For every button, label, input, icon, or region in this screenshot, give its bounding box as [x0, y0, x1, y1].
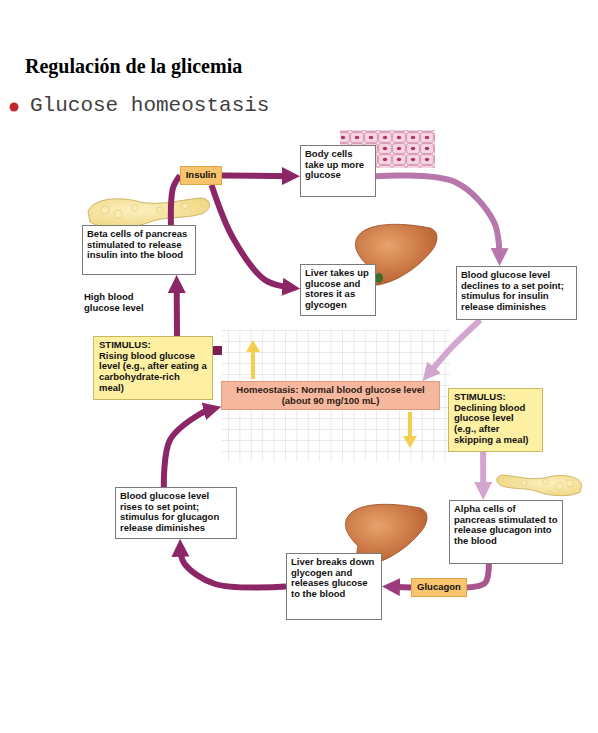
indicator-shaft	[251, 350, 255, 379]
pancreas-lobule	[101, 206, 109, 214]
process-box: Alpha cells of pancreas stimulated to re…	[449, 500, 563, 564]
process-box: Body cells take up more glucose	[300, 145, 376, 197]
box-heading: STIMULUS:	[454, 392, 537, 403]
box-text: Homeostasis: Normal blood glucose level …	[226, 385, 435, 406]
pancreas-alpha	[497, 475, 582, 496]
process-box: Beta cells of pancreas stimulated to rel…	[82, 225, 196, 275]
process-box: Liver breaks down glycogen and releases …	[286, 553, 382, 620]
process-box: Blood glucose level declines to a set po…	[456, 266, 577, 320]
box-text: Liver breaks down glycogen and releases …	[291, 557, 377, 600]
box-text: Blood glucose level rises to set point; …	[120, 491, 232, 534]
stimulus-box: STIMULUS:Declining blood glucose level (…	[448, 388, 543, 452]
box-text: Rising blood glucose level (e.g., after …	[99, 351, 207, 394]
indicator-shaft	[408, 412, 412, 438]
stimulus-box: STIMULUS:Rising blood glucose level (e.g…	[93, 336, 213, 400]
box-text: Beta cells of pancreas stimulated to rel…	[87, 229, 191, 261]
pancreas-lobule	[556, 483, 563, 490]
flow-arrow	[428, 320, 480, 375]
pancreas-shape	[497, 475, 582, 496]
pancreas-lobule	[157, 207, 163, 213]
box-text: Insulin	[186, 170, 217, 181]
flow-arrow	[390, 584, 411, 591]
stimulus-tab	[213, 346, 222, 355]
flow-arrow	[376, 175, 500, 258]
pancreas-lobule	[132, 205, 139, 212]
box-text: Blood glucose level declines to a set po…	[461, 270, 572, 313]
hormone-box: Insulin	[180, 166, 222, 185]
pancreas-lobule	[543, 479, 549, 485]
flow-arrow	[480, 452, 486, 492]
flow-arrow	[174, 283, 180, 336]
flow-arrow	[212, 185, 293, 288]
page-title: Regulación de la glicemia	[25, 55, 242, 78]
flow-arrow	[171, 176, 180, 226]
box-text: Body cells take up more glucose	[305, 149, 371, 181]
box-text: Declining blood glucose level (e.g., aft…	[454, 403, 537, 446]
indicator-head	[403, 436, 417, 448]
homeostasis-band: Homeostasis: Normal blood glucose level …	[221, 381, 440, 410]
pancreas-lobule	[566, 480, 573, 487]
box-text: Glucagon	[417, 582, 461, 593]
pancreas-beta	[88, 198, 210, 228]
declining-indicator	[403, 412, 417, 448]
pancreas-lobule	[114, 210, 122, 218]
flow-arrow	[180, 547, 286, 588]
pancreas-lobule	[522, 480, 528, 486]
box-text: Liver takes up glucose and stores it as …	[305, 268, 371, 311]
box-heading: STIMULUS:	[99, 340, 207, 351]
gallbladder	[375, 273, 383, 283]
flow-arrow	[222, 173, 292, 180]
process-box: Blood glucose level rises to set point; …	[115, 487, 237, 539]
indicator-head	[246, 340, 260, 352]
rising-indicator	[246, 340, 260, 379]
pancreas-shape	[88, 198, 210, 228]
loop-label: High blood glucose level	[84, 292, 156, 314]
box-text: Alpha cells of pancreas stimulated to re…	[454, 504, 558, 547]
background-grid	[222, 330, 450, 462]
pancreas-lobule	[182, 203, 188, 209]
process-box: Liver takes up glucose and stores it as …	[300, 264, 376, 316]
hormone-box: Glucagon	[411, 578, 467, 597]
flow-arrow	[164, 409, 214, 487]
subtitle-label: Glucose homeostasis	[30, 94, 310, 117]
flow-arrow	[467, 564, 489, 588]
bullet-dot	[10, 103, 19, 112]
